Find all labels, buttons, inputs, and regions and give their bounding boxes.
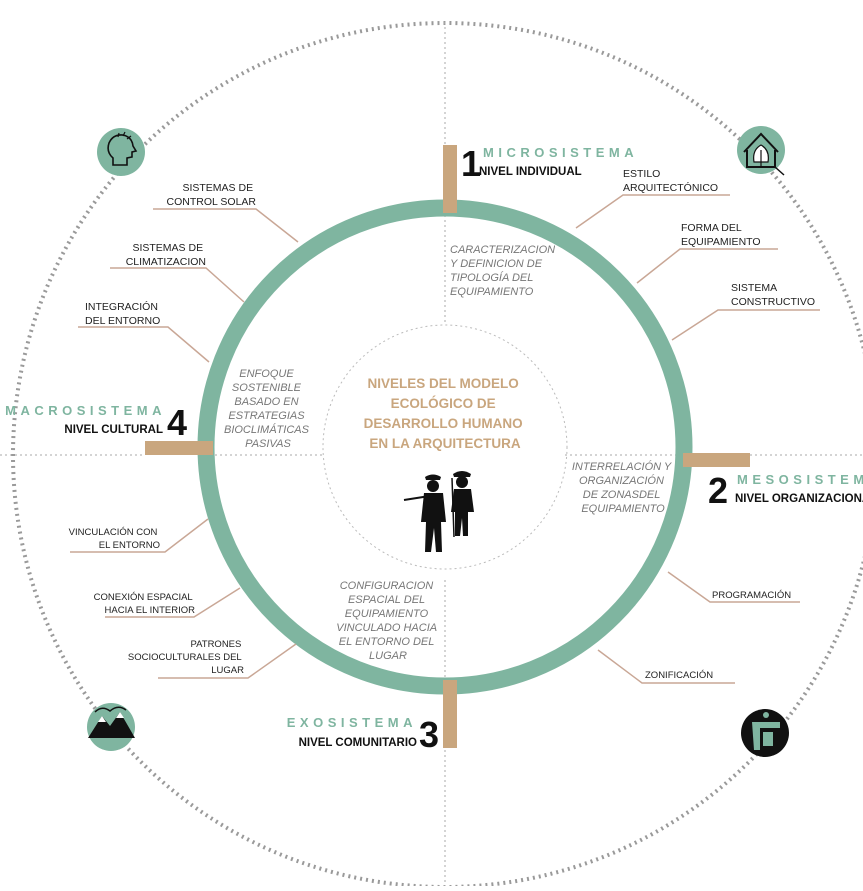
- exo-description: CONFIGURACION ESPACIAL DEL EQUIPAMIENTO …: [336, 580, 440, 662]
- micro-description: CARACTERIZACION Y DEFINICION DE TIPOLOGÍ…: [450, 244, 558, 298]
- community-icon: [741, 709, 789, 757]
- label-patrones: PATRONES SOCIOCULTURALES DEL LUGAR: [128, 639, 244, 676]
- mountains-icon: [87, 703, 135, 751]
- label-control: SISTEMAS DE CONTROL SOLAR: [167, 182, 257, 208]
- meso-marker: [683, 453, 750, 467]
- leader-estilo: [575, 194, 730, 229]
- label-programacion: PROGRAMACIÓN: [712, 590, 791, 601]
- macro-level: NIVEL CULTURAL: [64, 424, 163, 436]
- center-title: NIVELES DEL MODELO ECOLÓGICO DE DESARROL…: [364, 376, 527, 451]
- leader-climatizacion: [110, 267, 245, 303]
- exo-number: 3: [419, 714, 439, 755]
- macro-description: ENFOQUE SOSTENIBLE BASADO EN ESTRATEGIAS…: [224, 368, 312, 450]
- label-sistema: SISTEMA CONSTRUCTIVO: [731, 282, 815, 308]
- meso-name: MESOSISTEMA: [737, 472, 863, 487]
- micro-level: NIVEL INDIVIDUAL: [479, 166, 582, 178]
- label-conexion: CONEXIÓN ESPACIAL HACIA EL INTERIOR: [94, 592, 196, 616]
- leader-zonificacion: [597, 649, 735, 684]
- leader-vinculacion: [70, 518, 209, 553]
- micro-marker: [443, 145, 457, 213]
- macro-heading: MACROSISTEMA NIVEL CULTURAL 4: [5, 402, 187, 443]
- micro-number: 1: [461, 143, 481, 184]
- leader-control: [153, 208, 299, 243]
- inner-dotted-circle: [322, 324, 568, 570]
- head-icon: [97, 128, 145, 176]
- house-tree-icon: [737, 126, 785, 176]
- exo-level: NIVEL COMUNITARIO: [299, 737, 417, 749]
- exo-heading: EXOSISTEMA NIVEL COMUNITARIO 3: [287, 714, 439, 755]
- meso-level: NIVEL ORGANIZACIONAL: [735, 493, 863, 505]
- people-silhouette-icon: [403, 471, 474, 552]
- meso-heading: 2 MESOSISTEMA NIVEL ORGANIZACIONAL: [708, 470, 863, 511]
- leader-programacion: [667, 571, 800, 603]
- label-zonificacion: ZONIFICACIÓN: [645, 670, 713, 681]
- micro-name: MICROSISTEMA: [483, 145, 638, 160]
- exo-marker: [443, 680, 457, 748]
- exo-name: EXOSISTEMA: [287, 715, 417, 730]
- macro-name: MACROSISTEMA: [5, 403, 166, 418]
- label-forma: FORMA DEL EQUIPAMIENTO: [681, 222, 761, 248]
- leader-patrones: [158, 643, 297, 679]
- leader-conexion: [105, 587, 241, 618]
- macro-number: 4: [167, 402, 187, 443]
- label-climatizacion: SISTEMAS DE CLIMATIZACION: [126, 242, 206, 268]
- micro-heading: 1 MICROSISTEMA NIVEL INDIVIDUAL: [461, 143, 638, 184]
- leader-sistema: [671, 309, 820, 341]
- label-vinculacion: VINCULACIÓN CON EL ENTORNO: [69, 527, 160, 551]
- macro-marker: [145, 441, 213, 455]
- label-estilo: ESTILO ARQUITECTÓNICO: [623, 168, 718, 194]
- meso-number: 2: [708, 470, 728, 511]
- leader-forma: [636, 248, 778, 284]
- label-integracion: INTEGRACIÓN DEL ENTORNO: [85, 300, 161, 327]
- leader-integracion: [78, 326, 210, 363]
- meso-description: INTERRELACIÓN Y ORGANIZACIÓN DE ZONASDEL…: [572, 460, 674, 515]
